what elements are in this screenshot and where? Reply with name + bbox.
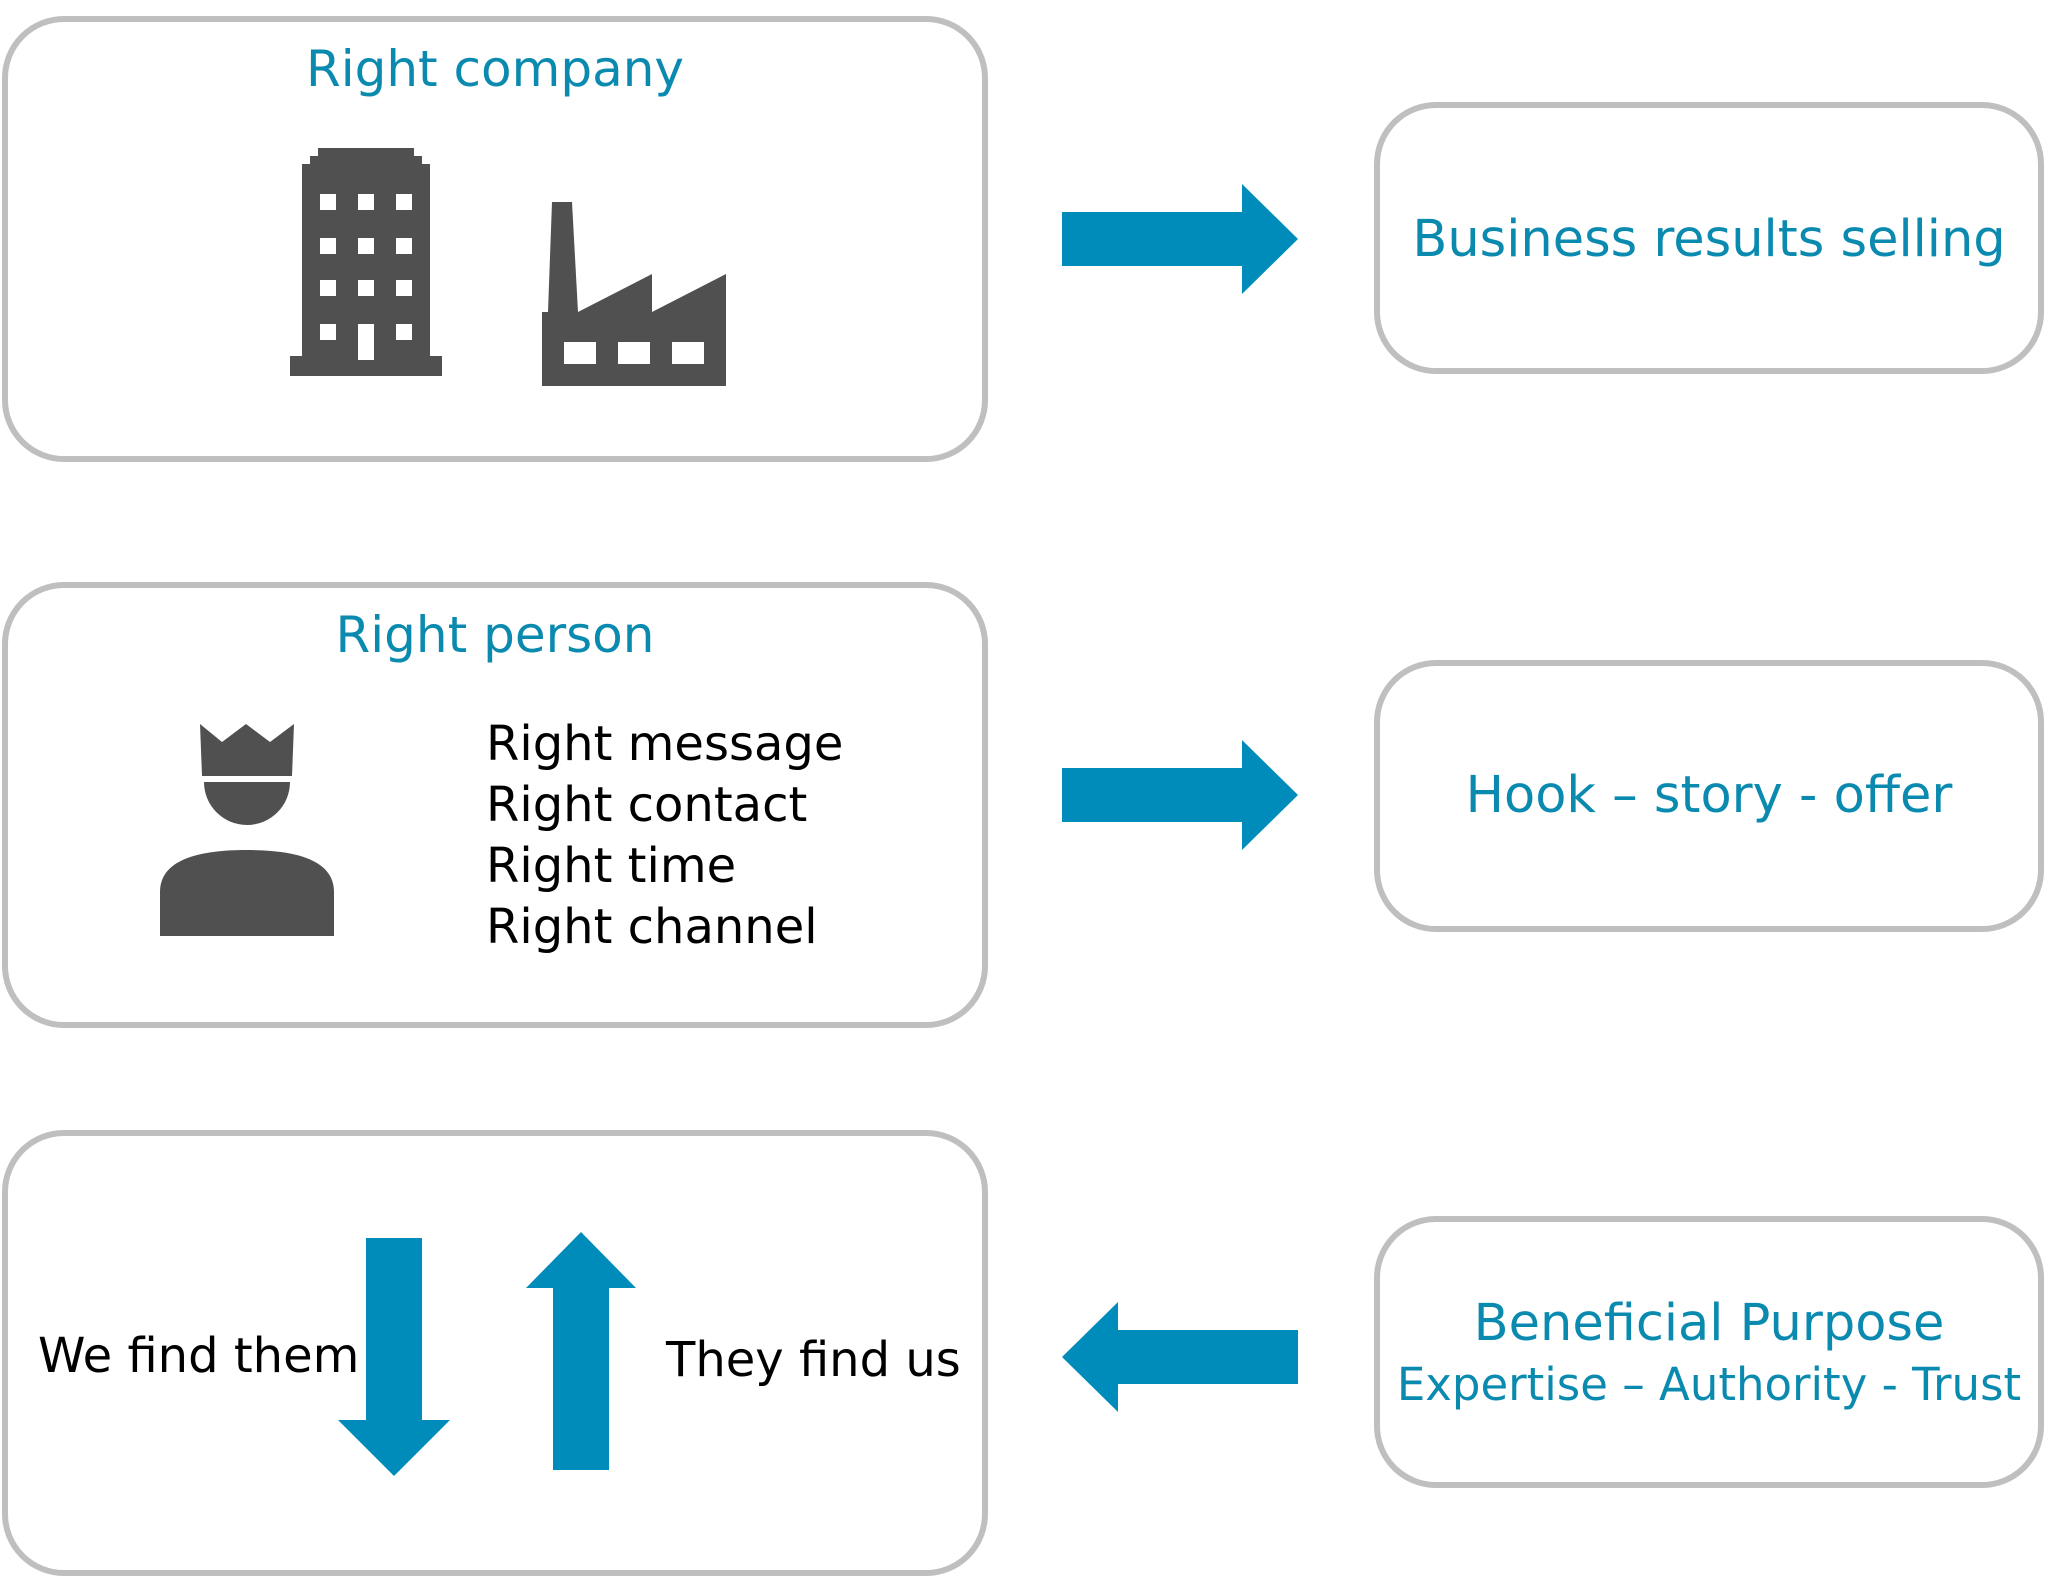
factory-icon <box>542 202 726 386</box>
list-item: Right contact <box>486 777 808 833</box>
right-person-box <box>2 582 988 1028</box>
they-find-us-label: They find us <box>666 1332 961 1388</box>
arrow-right-icon <box>1062 740 1298 850</box>
right-person-title: Right person <box>335 606 655 664</box>
business-results-box <box>1374 102 2044 374</box>
beneficial-purpose-title: Beneficial Purpose <box>1473 1294 1945 1353</box>
beneficial-purpose-subtitle: Expertise – Authority - Trust <box>1396 1358 2022 1411</box>
hook-story-offer-box <box>1374 660 2044 932</box>
right-company-box <box>2 16 988 462</box>
right-person-list: Right message Right contact Right time R… <box>486 714 843 958</box>
arrow-down-icon <box>338 1238 450 1476</box>
right-company-title: Right company <box>305 40 684 98</box>
we-find-them-label: We find them <box>38 1328 360 1384</box>
arrow-right-icon <box>1062 184 1298 294</box>
find-box <box>2 1130 988 1576</box>
list-item: Right time <box>486 838 737 894</box>
arrow-up-icon <box>526 1232 636 1470</box>
business-results-text: Business results selling <box>1412 210 2006 269</box>
office-building-icon <box>290 148 442 376</box>
crowned-person-icon <box>160 724 334 936</box>
arrow-left-icon <box>1062 1302 1298 1412</box>
beneficial-purpose-box <box>1374 1216 2044 1488</box>
list-item: Right channel <box>486 899 818 955</box>
hook-story-offer-text: Hook – story - offer <box>1465 766 1953 825</box>
list-item: Right message <box>486 716 844 772</box>
